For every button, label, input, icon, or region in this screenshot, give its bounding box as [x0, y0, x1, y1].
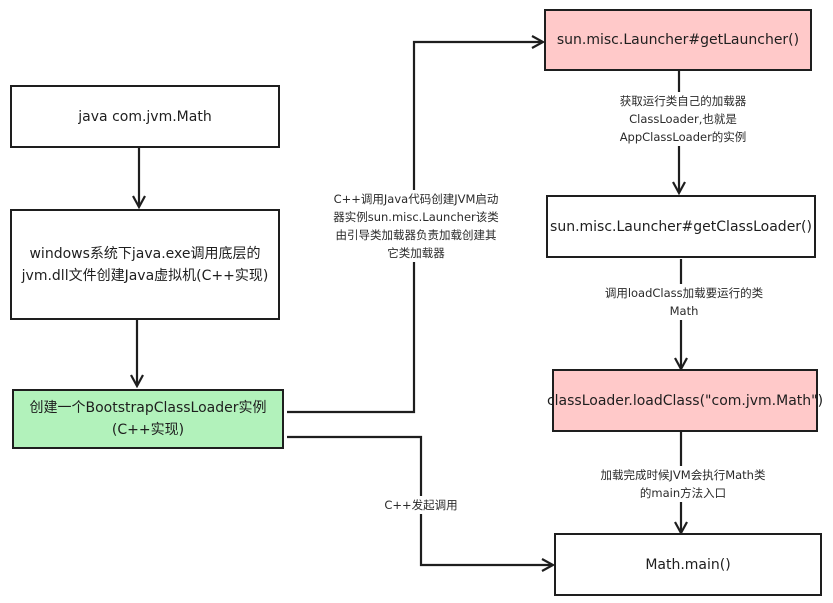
node-load-class[interactable]: classLoader.loadClass("com.jvm.Math")	[547, 369, 823, 432]
edge-label-after-load: 加载完成时候JVM会执行Math类的main方法入口	[595, 466, 771, 502]
edge-label-cpp-invoke: C++发起调用	[374, 496, 468, 514]
node-get-classloader-text: sun.misc.Launcher#getClassLoader()	[550, 218, 812, 235]
node-load-class-text: classLoader.loadClass("com.jvm.Math")	[546, 392, 824, 409]
edge-label-cpp-call-java: C++调用Java代码创建JVM启动器实例sun.misc.Launcher该类…	[330, 190, 502, 262]
edge-label-get-app-loader: 获取运行类自己的加载器ClassLoader,也就是AppClassLoader…	[595, 92, 771, 146]
node-get-classloader[interactable]: sun.misc.Launcher#getClassLoader()	[546, 195, 816, 258]
node-java-command-text: java com.jvm.Math	[78, 108, 212, 125]
node-math-main[interactable]: Math.main()	[554, 533, 822, 596]
edge-label-call-loadclass: 调用loadClass加载要运行的类Math	[598, 284, 770, 320]
node-create-jvm-text: windows系统下java.exe调用底层的jvm.dll文件创建Java虚拟…	[21, 245, 269, 284]
node-get-launcher[interactable]: sun.misc.Launcher#getLauncher()	[544, 9, 812, 71]
node-math-main-text: Math.main()	[645, 556, 731, 573]
node-java-command[interactable]: java com.jvm.Math	[10, 85, 280, 148]
node-bootstrap-classloader-text: 创建一个BootstrapClassLoader实例(C++实现)	[29, 400, 267, 438]
node-bootstrap-classloader[interactable]: 创建一个BootstrapClassLoader实例(C++实现)	[12, 389, 284, 449]
node-get-launcher-text: sun.misc.Launcher#getLauncher()	[556, 32, 800, 48]
node-create-jvm[interactable]: windows系统下java.exe调用底层的jvm.dll文件创建Java虚拟…	[10, 209, 280, 320]
